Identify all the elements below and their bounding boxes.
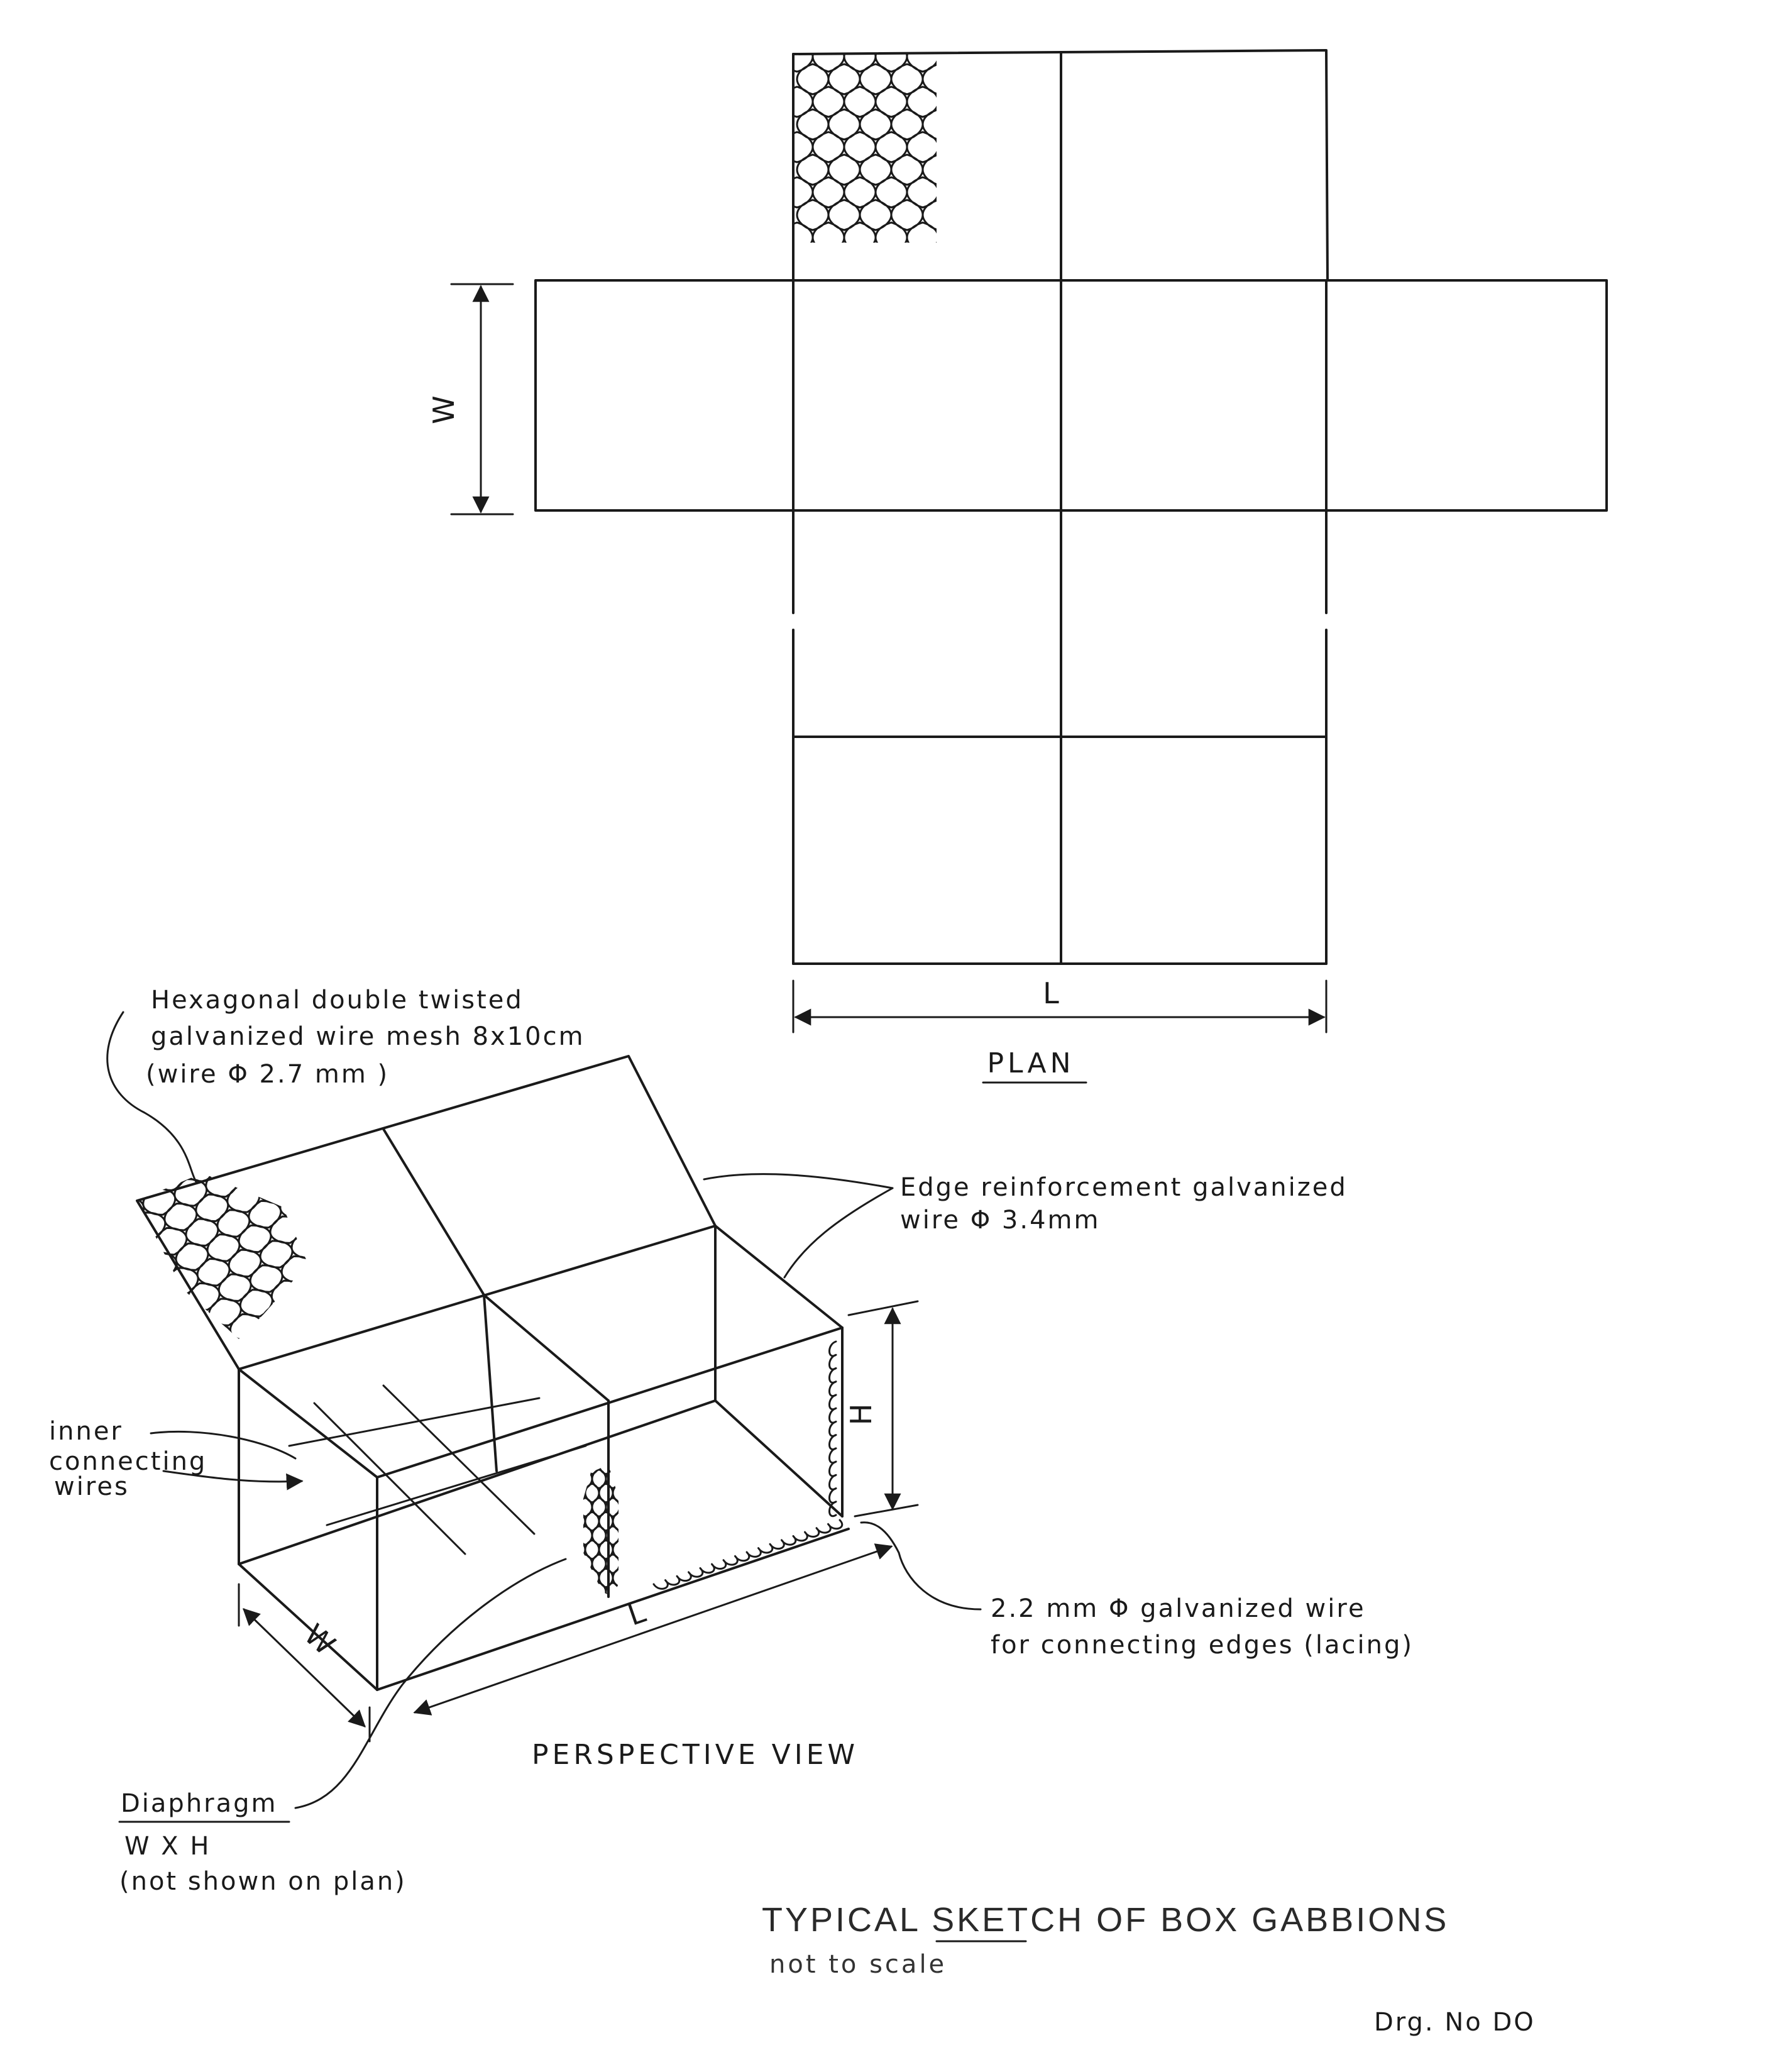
lacing-coil <box>652 1519 844 1590</box>
diaphragm-callout-size: W X H <box>124 1832 211 1861</box>
edge-callout-line-2: wire Φ 3.4mm <box>900 1206 1100 1235</box>
inner-callout-line-3: wires <box>54 1472 129 1501</box>
inner-connecting-wires <box>288 1384 587 1555</box>
plan-width-dim-label: W <box>427 395 461 424</box>
mesh-callout-line-2: galvanized wire mesh 8x10cm <box>151 1022 585 1051</box>
callouts: Hexagonal double twisted galvanized wire… <box>49 986 1414 1896</box>
mesh-cells <box>137 1173 308 1339</box>
lid-fold-line <box>382 1128 485 1296</box>
box-top-left-rim <box>238 1368 378 1479</box>
perspective-title: PERSPECTIVE VIEW <box>532 1739 859 1771</box>
perspective-height-dim-label: H <box>844 1404 878 1426</box>
diaphragm-callout-name: Diaphragm <box>121 1789 277 1818</box>
diaphragm-top-edge <box>483 1294 610 1402</box>
inner-callout-leader-1 <box>150 1430 297 1460</box>
lacing-callout-line-1: 2.2 mm Φ galvanized wire <box>991 1594 1366 1623</box>
sketch-title: TYPICAL SKETCH OF BOX GABBIONS <box>762 1901 1449 1939</box>
mesh-callout-line-3: (wire Φ 2.7 mm ) <box>146 1060 389 1089</box>
inner-callout-line-1: inner <box>49 1417 123 1446</box>
mesh-callout-line-1: Hexagonal double twisted <box>151 986 524 1015</box>
footer: TYPICAL SKETCH OF BOX GABBIONS not to sc… <box>762 1901 1536 2037</box>
box-right-top-edge <box>714 1225 844 1329</box>
plan-length-dim-label: L <box>1043 976 1059 1010</box>
plan-wire-mesh <box>793 54 937 243</box>
sketch-subtitle: not to scale <box>769 1950 947 1979</box>
plan-top-flap <box>792 49 1329 282</box>
bottom-lacing-wire <box>652 1519 844 1590</box>
lacing-callout-leader-2 <box>860 1521 900 1554</box>
lacing-callout-line-2: for connecting edges (lacing) <box>991 1631 1414 1660</box>
inner-callout-line-2: connecting <box>49 1447 207 1476</box>
plan-view: W L PLAN <box>427 49 1608 1084</box>
open-lid <box>136 1055 717 1370</box>
drawing-number: Drg. No DO <box>1374 2008 1536 2037</box>
lid-wire-mesh <box>137 1173 308 1339</box>
diaphragm-callout-note: (not shown on plan) <box>119 1867 407 1896</box>
edge-callout-line-1: Edge reinforcement galvanized <box>900 1173 1348 1202</box>
edge-callout-leader-1 <box>703 1173 894 1189</box>
perspective-view: W L H PERSPECTIVE VIEW <box>136 1055 919 1771</box>
edge-callout-leader-2 <box>783 1187 894 1279</box>
lacing-coil <box>828 1340 837 1518</box>
vertical-lacing-wire <box>828 1340 837 1518</box>
perspective-length-dim-label: L <box>624 1595 650 1633</box>
diaphragm-callout-leader <box>294 1558 567 1809</box>
plan-title: PLAN <box>987 1047 1074 1079</box>
inner-callout-leader-2 <box>162 1470 304 1491</box>
mesh-callout-leader <box>106 1011 197 1183</box>
plan-middle-band <box>534 279 1608 512</box>
lacing-callout-leader-1 <box>898 1551 982 1611</box>
mesh-cells <box>793 54 937 243</box>
